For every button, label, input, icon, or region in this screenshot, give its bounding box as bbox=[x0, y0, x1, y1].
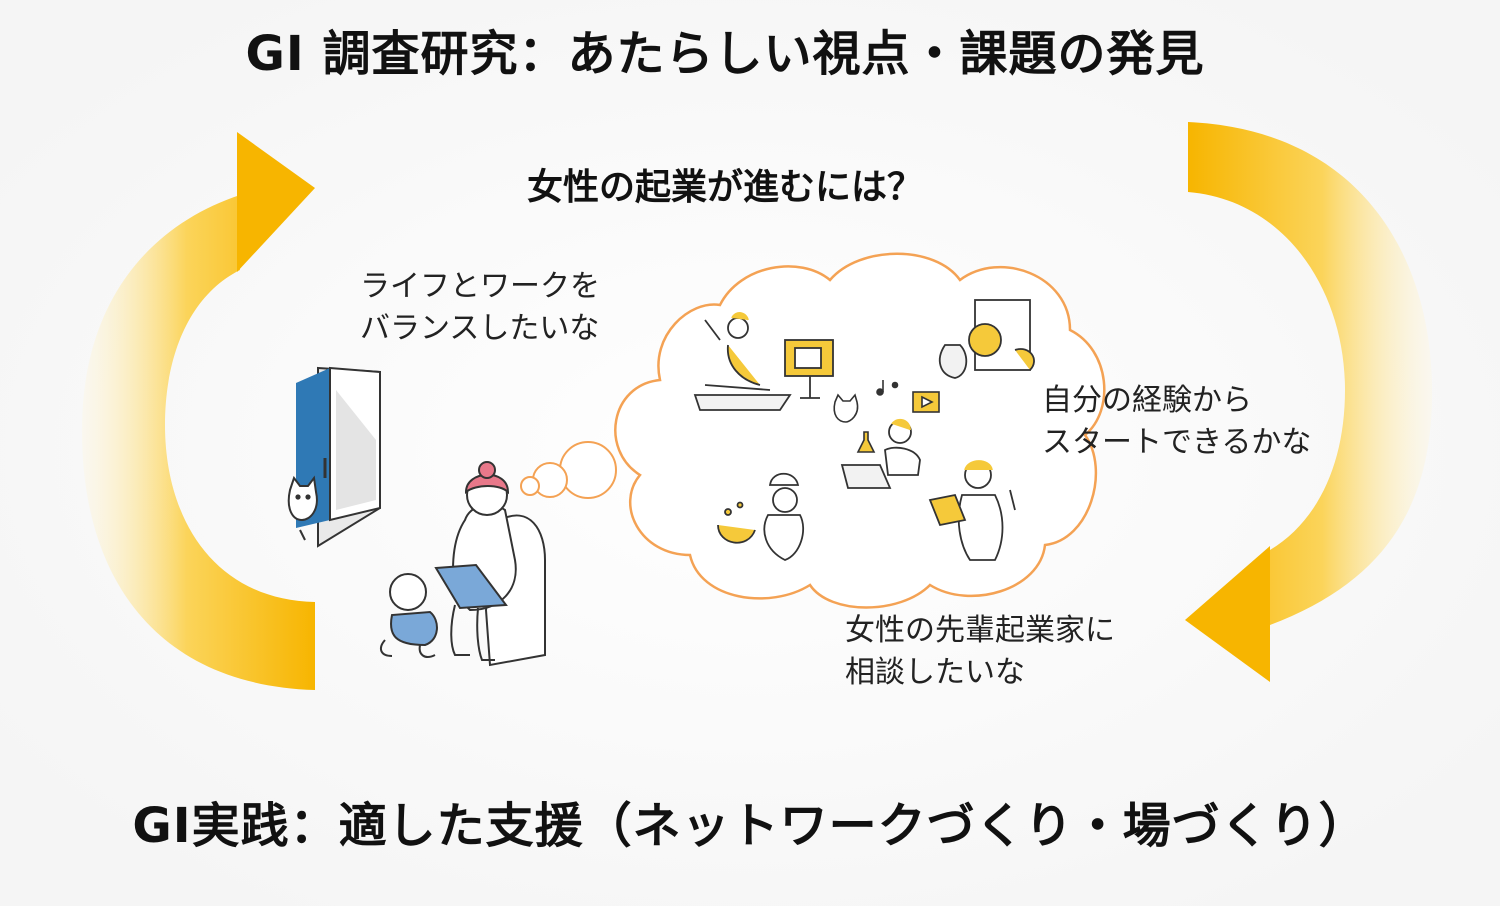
yoga-woman-icon bbox=[693, 312, 792, 411]
music-note-icon bbox=[876, 380, 899, 396]
speech-line: バランスしたいな bbox=[360, 311, 600, 346]
camera-icon bbox=[784, 339, 834, 399]
question-heading: 女性の起業が進むには？ bbox=[526, 167, 923, 208]
pottery-woman-icon bbox=[938, 299, 1035, 379]
speech-experience: 自分の経験から スタートできるかな bbox=[1042, 380, 1311, 464]
cat-icon bbox=[287, 475, 318, 541]
reading-man-icon bbox=[928, 460, 1016, 561]
woman-laptop-icon bbox=[434, 461, 546, 667]
speech-line: 相談したいな bbox=[845, 655, 1025, 690]
chef-icon bbox=[717, 472, 805, 561]
cat-face-icon bbox=[833, 393, 859, 423]
speech-work-life: ライフとワークを バランスしたいな bbox=[360, 266, 600, 350]
speech-line: 女性の先輩起業家に bbox=[845, 613, 1115, 648]
left-cycle-arrow bbox=[81, 132, 315, 690]
laptop-woman-icon bbox=[840, 418, 921, 489]
speech-line: ライフとワークを bbox=[360, 269, 600, 304]
baby-icon bbox=[379, 573, 438, 658]
thought-bubbles bbox=[520, 441, 617, 499]
top-title: GI 調査研究：あたらしい視点・課題の発見 bbox=[245, 26, 1205, 82]
bottom-title: GI実践：適した支援（ネットワークづくり・場づくり） bbox=[132, 798, 1368, 854]
video-play-icon bbox=[912, 391, 940, 413]
right-cycle-arrow bbox=[1185, 122, 1433, 682]
speech-line: スタートできるかな bbox=[1042, 425, 1312, 460]
speech-consult: 女性の先輩起業家に 相談したいな bbox=[845, 610, 1115, 694]
flask-icon bbox=[856, 431, 876, 453]
speech-line: 自分の経験から bbox=[1042, 383, 1252, 418]
